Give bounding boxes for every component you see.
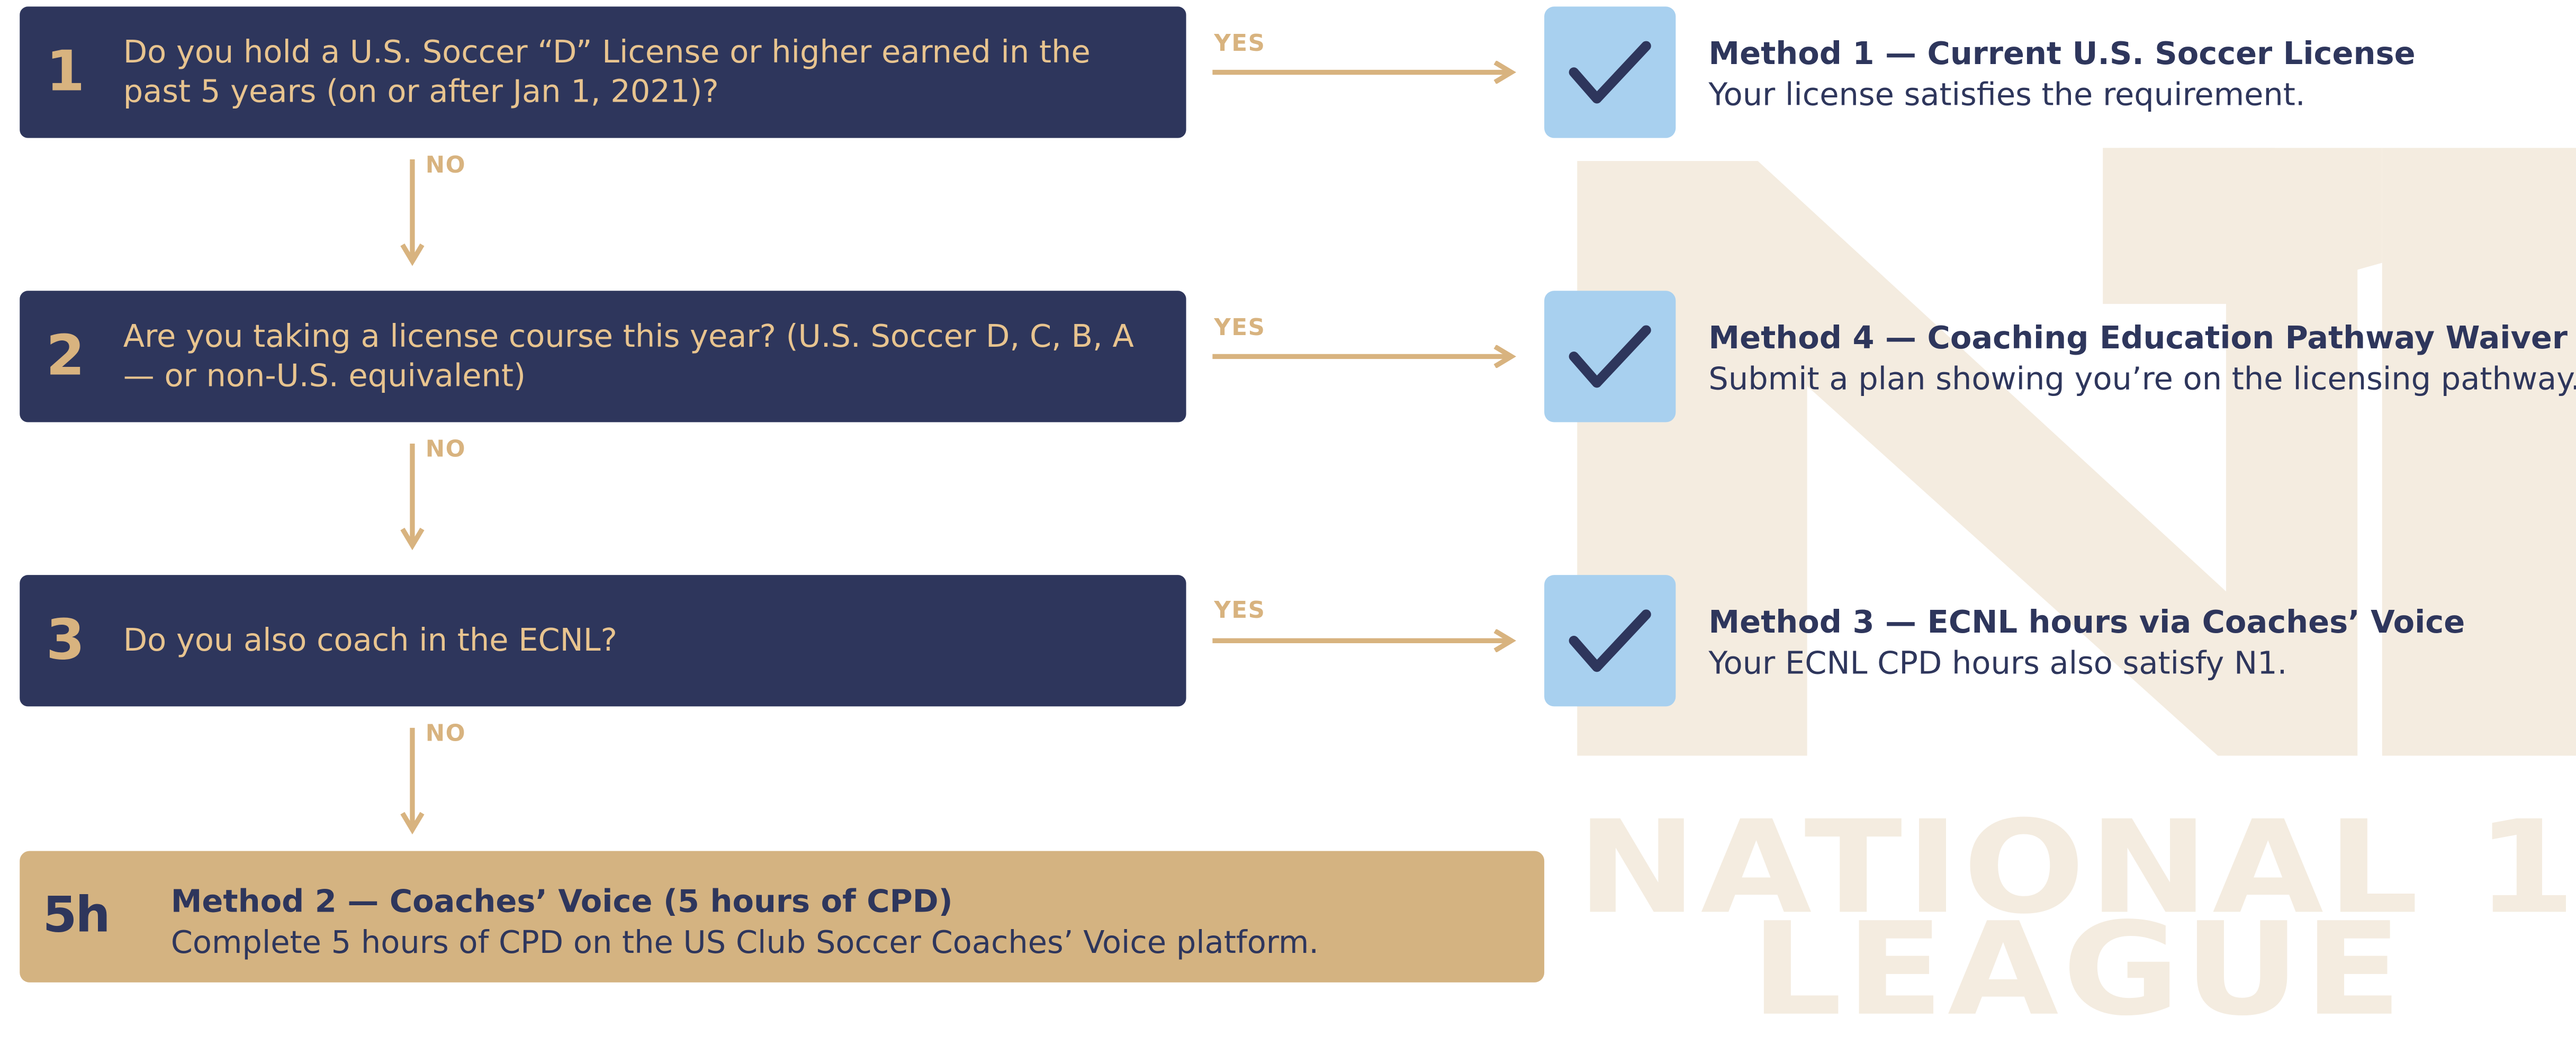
checkmark-icon bbox=[1569, 609, 1651, 672]
watermark-line-national: NATIONAL 1 bbox=[1577, 795, 2576, 943]
method-3-check-box bbox=[1544, 575, 1676, 707]
yes-label-2: YES bbox=[1214, 315, 1266, 342]
yes-arrow-3 bbox=[1212, 629, 1517, 653]
no-label-2: NO bbox=[425, 437, 466, 464]
question-2-box: 2 Are you taking a license course this y… bbox=[20, 291, 1186, 422]
n1-logo-watermark bbox=[1577, 148, 2576, 756]
method-4-description: Submit a plan showing you’re on the lice… bbox=[1708, 361, 2576, 398]
method-4-title: Method 4 — Coaching Education Pathway Wa… bbox=[1708, 320, 2568, 357]
method-3-title: Method 3 — ECNL hours via Coaches’ Voice bbox=[1708, 605, 2465, 641]
yes-arrow-2 bbox=[1212, 345, 1517, 368]
no-arrow-3 bbox=[400, 727, 425, 835]
method-2-final-box: 5h Method 2 — Coaches’ Voice (5 hours of… bbox=[20, 851, 1545, 983]
checkmark-icon bbox=[1569, 41, 1651, 104]
question-2-text: Are you taking a license course this yea… bbox=[123, 319, 1134, 394]
yes-arrow-1 bbox=[1212, 60, 1517, 84]
method-2-title: Method 2 — Coaches’ Voice (5 hours of CP… bbox=[170, 884, 953, 920]
question-1-text: Do you hold a U.S. Soccer “D” License or… bbox=[123, 34, 1091, 110]
method-1-title: Method 1 — Current U.S. Soccer License bbox=[1708, 36, 2416, 73]
method-3-description: Your ECNL CPD hours also satisfy N1. bbox=[1708, 645, 2287, 682]
method-4-check-box bbox=[1544, 291, 1676, 422]
no-arrow-1 bbox=[400, 159, 425, 266]
question-3-box: 3 Do you also coach in the ECNL? bbox=[20, 575, 1186, 707]
checkmark-icon bbox=[1569, 325, 1651, 388]
method-1-check-box bbox=[1544, 6, 1676, 138]
national-1-league-watermark: NATIONAL 1 LEAGUE bbox=[1577, 148, 2576, 1035]
no-label-3: NO bbox=[425, 721, 466, 748]
question-2-number: 2 bbox=[46, 323, 85, 390]
method-2-description: Complete 5 hours of CPD on the US Club S… bbox=[170, 925, 1319, 961]
yes-label-3: YES bbox=[1214, 598, 1266, 625]
watermark-line-league: LEAGUE bbox=[1751, 897, 2406, 1045]
no-arrow-2 bbox=[400, 443, 425, 551]
no-label-1: NO bbox=[425, 152, 466, 179]
question-1-number: 1 bbox=[46, 39, 85, 105]
yes-label-1: YES bbox=[1214, 31, 1266, 58]
question-3-text: Do you also coach in the ECNL? bbox=[123, 623, 617, 659]
question-1-box: 1 Do you hold a U.S. Soccer “D” License … bbox=[20, 6, 1186, 138]
method-1-description: Your license satisfies the requirement. bbox=[1708, 77, 2305, 114]
question-3-number: 3 bbox=[46, 608, 85, 674]
five-hours-badge: 5h bbox=[42, 887, 111, 945]
